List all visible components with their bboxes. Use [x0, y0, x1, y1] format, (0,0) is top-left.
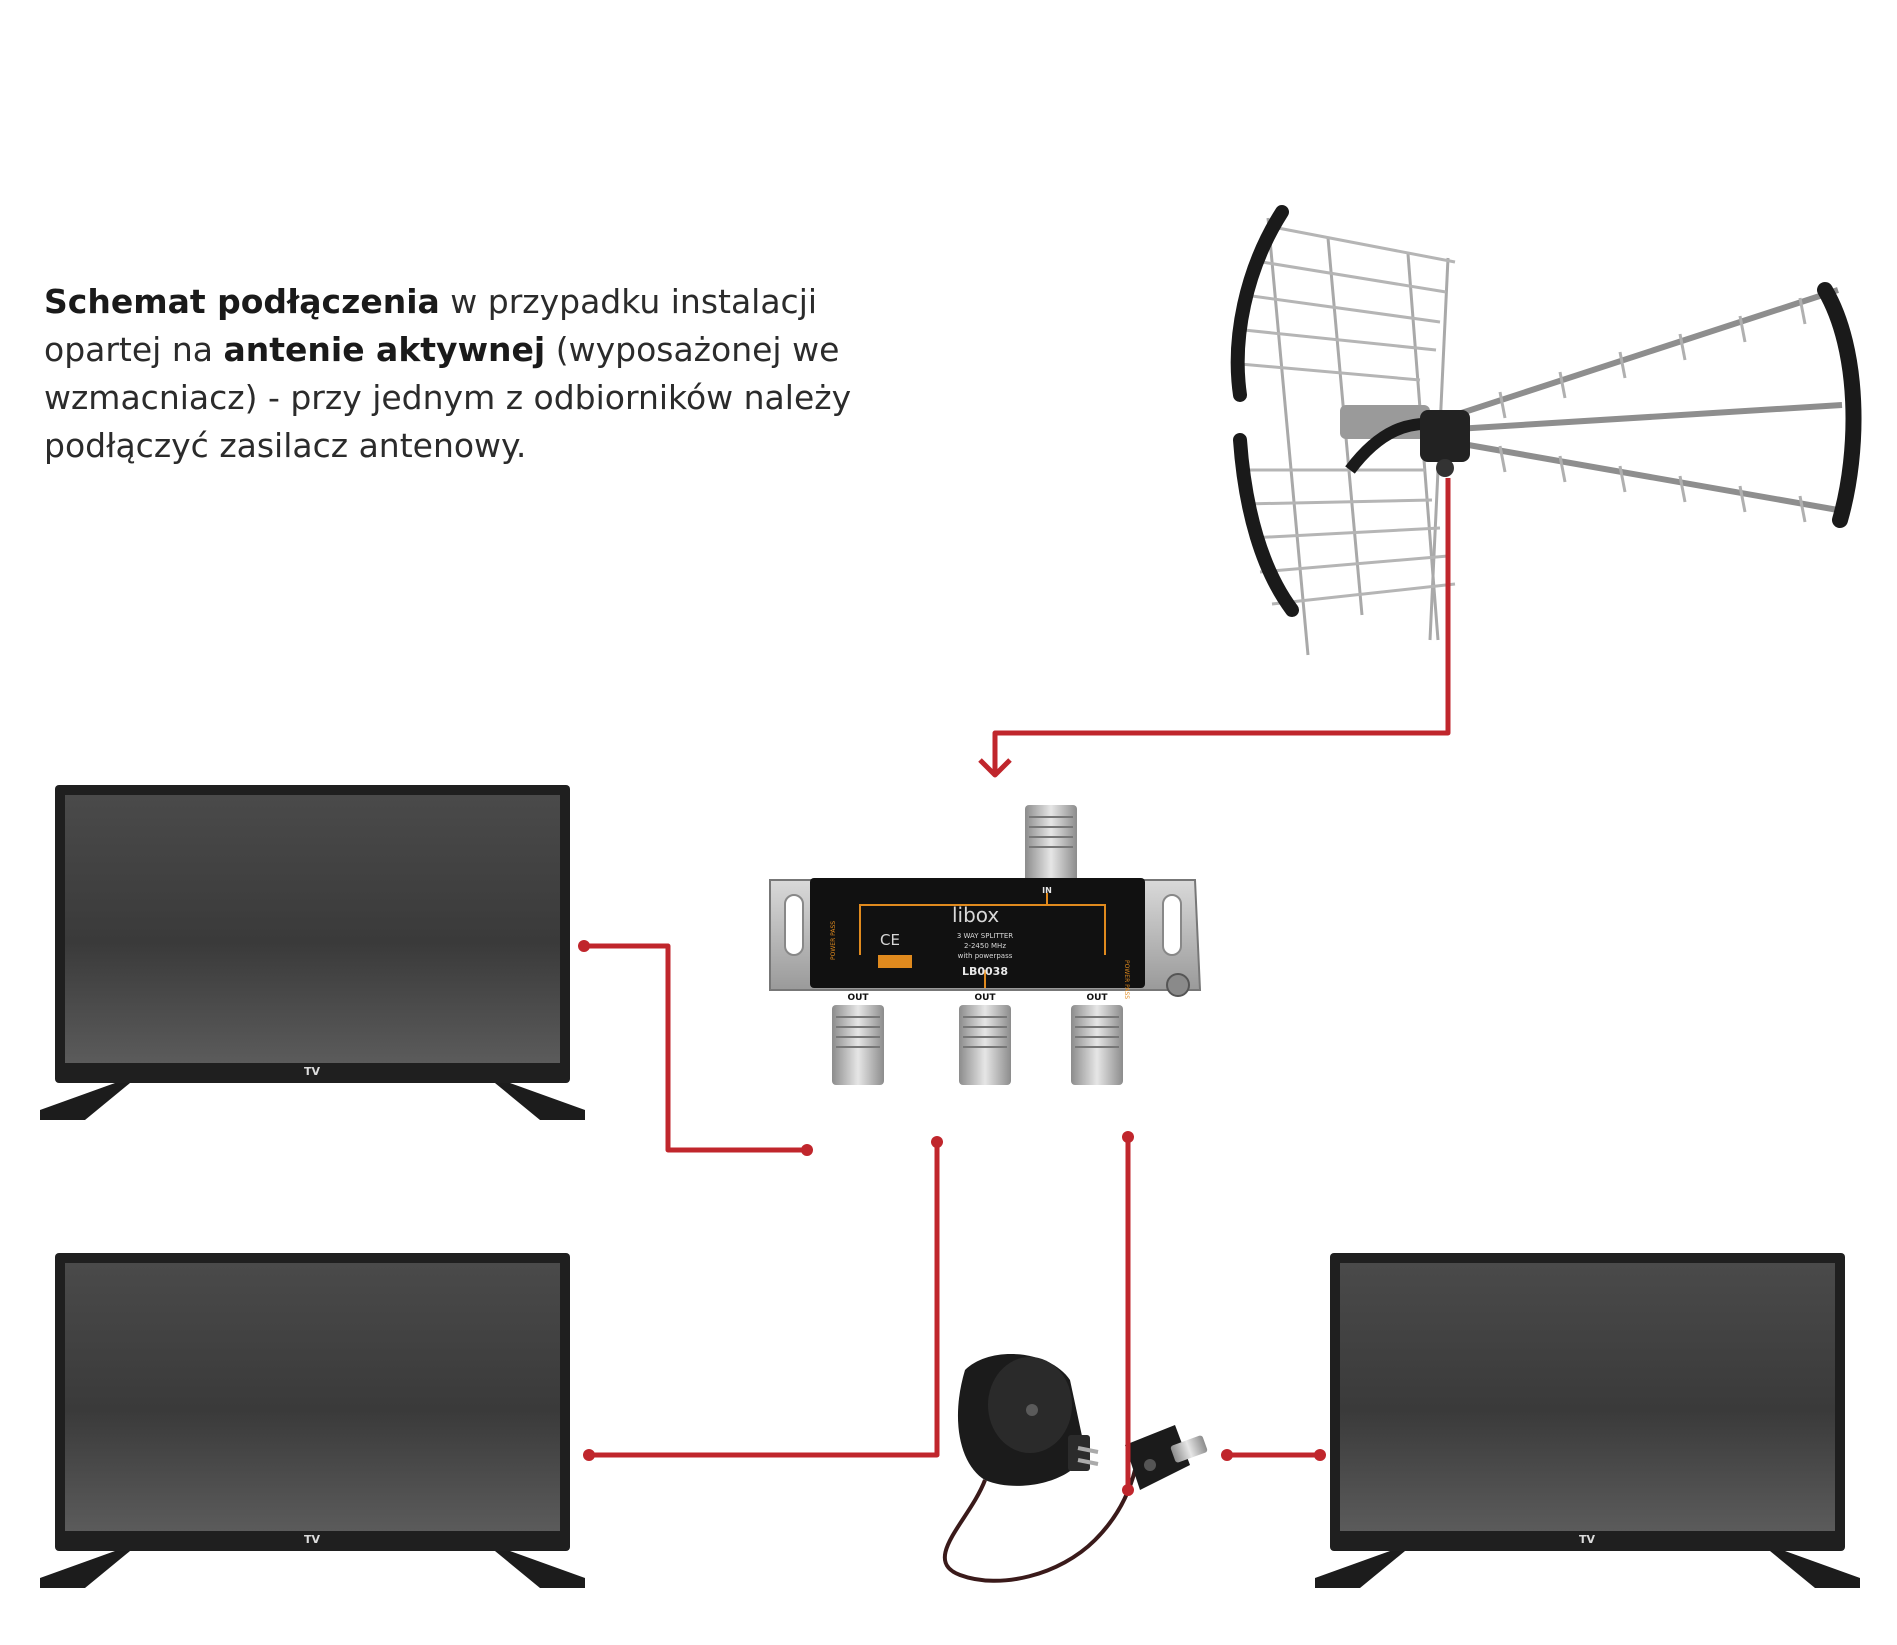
antenna-icon: [1238, 212, 1854, 655]
splitter-model: LB0038: [962, 965, 1008, 978]
splitter-out-label-3: OUT: [1086, 993, 1108, 1003]
cable-endpoint: [578, 940, 1326, 1496]
splitter-out-label-2: OUT: [974, 993, 996, 1003]
splitter-ce-mark: CE: [880, 931, 900, 949]
tv-label: TV: [1579, 1533, 1596, 1546]
splitter-brand: libox: [952, 903, 999, 927]
tv-icon: TV: [40, 785, 585, 1120]
splitter-line-1: 3 WAY SPLITTER: [957, 932, 1013, 940]
splitter-power-pass-right: POWER PASS: [1123, 960, 1130, 999]
tv-label: TV: [304, 1533, 321, 1546]
antenna-plug-icon: [1125, 1425, 1208, 1490]
splitter-in-label: IN: [1042, 886, 1052, 895]
tv-icon: TV: [40, 1253, 585, 1588]
splitter-power-pass-left: POWER PASS: [830, 921, 837, 960]
splitter-icon: libox CE 3 WAY SPLITTER 2-2450 MHz with …: [770, 805, 1200, 1085]
splitter-out-label-1: OUT: [847, 993, 869, 1003]
splitter-line-3: with powerpass: [958, 952, 1013, 960]
tv-label: TV: [304, 1065, 321, 1078]
splitter-line-2: 2-2450 MHz: [964, 942, 1006, 950]
power-adapter-icon: [945, 1354, 1135, 1581]
tv-icon: TV: [1315, 1253, 1860, 1588]
